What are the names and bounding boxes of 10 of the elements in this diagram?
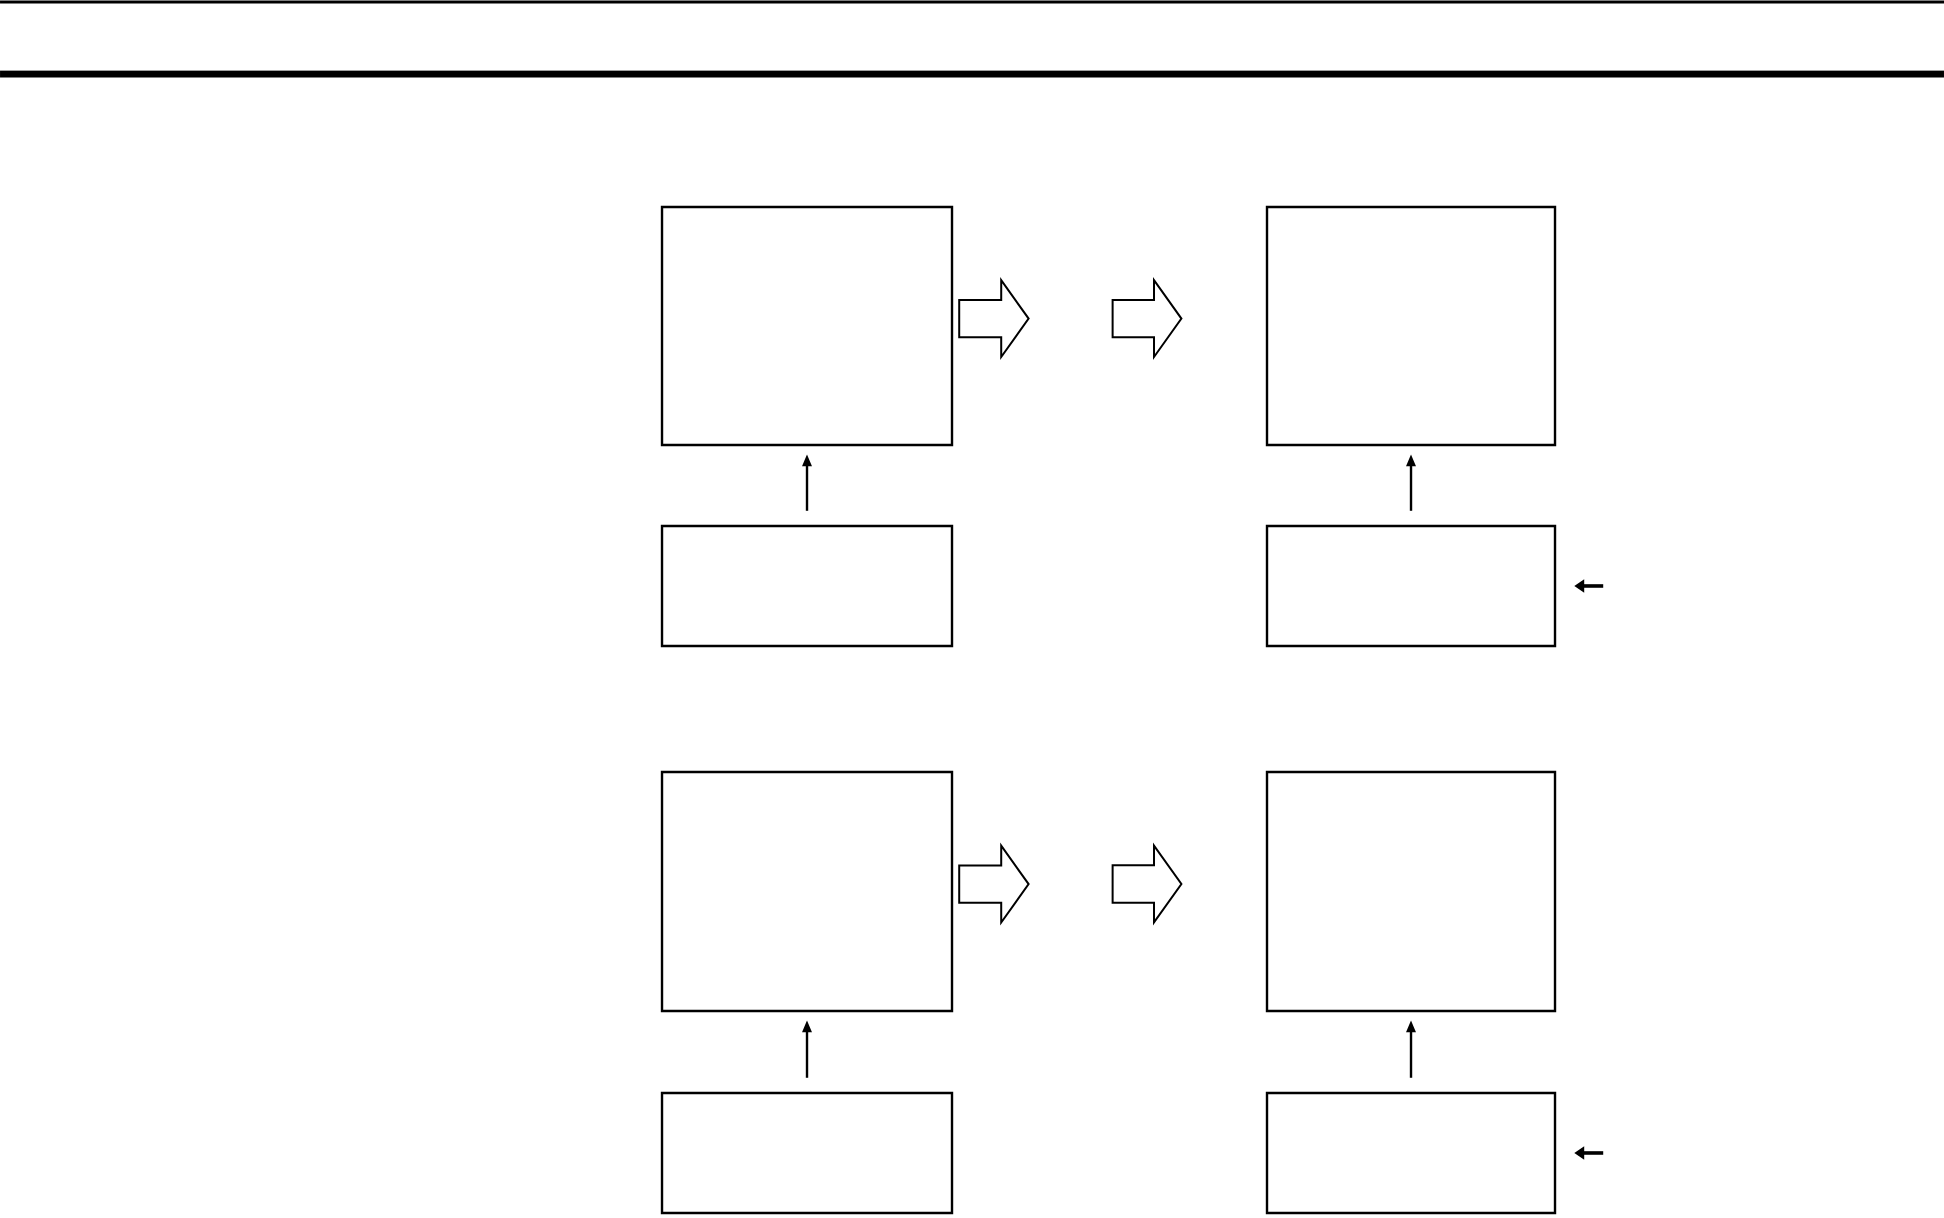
box <box>1265 524 1557 648</box>
block-arrow <box>958 842 1030 926</box>
box <box>1265 205 1557 447</box>
box <box>660 770 954 1013</box>
box <box>660 524 954 648</box>
block-arrow <box>958 277 1030 361</box>
box <box>660 205 954 447</box>
box <box>1265 770 1557 1013</box>
box <box>1265 1091 1557 1215</box>
box <box>660 1091 954 1215</box>
